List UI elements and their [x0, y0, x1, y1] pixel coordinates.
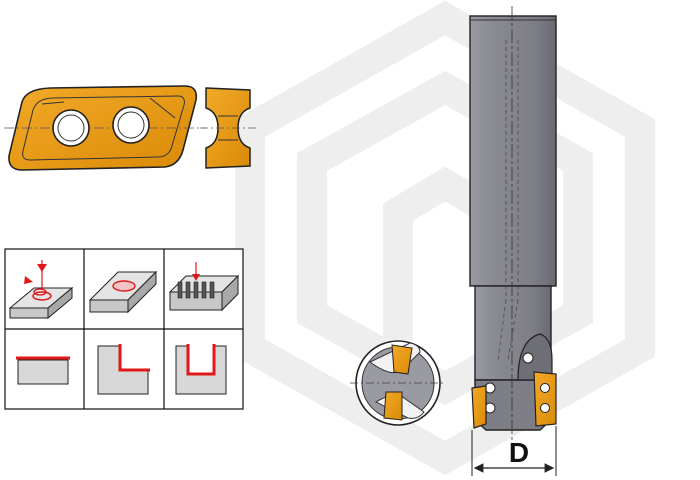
end-mill-cutter [469, 6, 557, 446]
insert-side-view [200, 87, 256, 169]
diameter-label: D [508, 437, 530, 468]
end-view-insert-bottom [383, 391, 403, 421]
cutter-insert-right [533, 371, 557, 427]
end-view-insert-top [391, 344, 413, 375]
slotting-icon [168, 262, 240, 312]
cutter-shank [469, 15, 557, 287]
watermark-logo [235, 0, 655, 476]
face-milling-icon [88, 270, 158, 314]
diameter-dimension [471, 426, 557, 476]
drilling-plunge-icon [8, 260, 74, 320]
face-profile-icon [16, 356, 70, 385]
cutter-insert-left [471, 385, 487, 429]
cutter-end-view [350, 340, 446, 426]
shoulder-profile-icon [97, 344, 150, 395]
slot-profile-icon [175, 344, 227, 395]
insert-top-view [4, 85, 205, 171]
cutter-coolant-hole [522, 352, 534, 364]
